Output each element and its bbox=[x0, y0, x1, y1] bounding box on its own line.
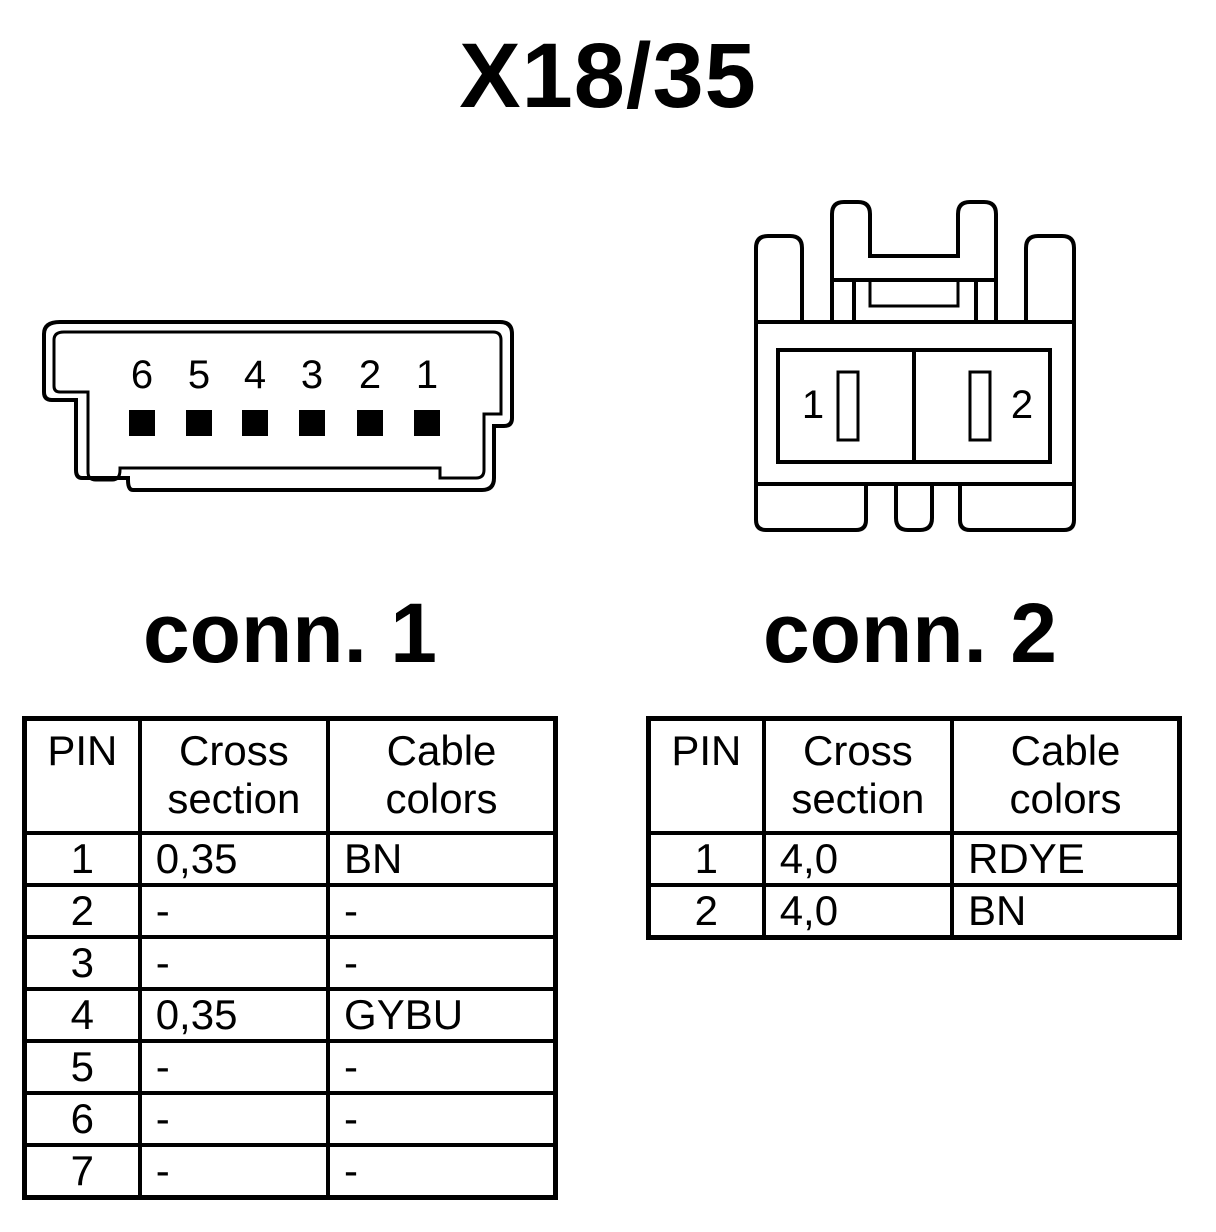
cable-color-cell: - bbox=[326, 1143, 558, 1200]
pin-cell: 6 bbox=[22, 1091, 142, 1147]
pin-2-contact bbox=[357, 410, 383, 436]
cable-color-cell: - bbox=[326, 935, 558, 991]
table-row: 5 - - bbox=[22, 1039, 558, 1095]
cross-section-cell: 4,0 bbox=[761, 831, 955, 887]
pin-1-contact bbox=[414, 410, 440, 436]
cross-section-cell: 0,35 bbox=[137, 987, 331, 1043]
pin-label-3: 3 bbox=[301, 353, 323, 397]
pin-label-1: 1 bbox=[416, 353, 438, 397]
cable-color-cell: - bbox=[326, 1091, 558, 1147]
cross-section-cell: - bbox=[137, 935, 331, 991]
cross-section-cell: - bbox=[137, 1091, 331, 1147]
table-row: 3 - - bbox=[22, 935, 558, 991]
pin-4-contact bbox=[242, 410, 268, 436]
pin-label-1: 1 bbox=[802, 383, 824, 427]
pin-cell: 1 bbox=[646, 831, 766, 887]
table-row: 2 - - bbox=[22, 883, 558, 939]
pin-cell: 5 bbox=[22, 1039, 142, 1095]
cable-color-cell: RDYE bbox=[950, 831, 1182, 887]
connector-2-housing bbox=[754, 200, 1076, 532]
connector-2-pin-labels: 1 2 bbox=[802, 383, 1033, 427]
cross-section-cell: 0,35 bbox=[137, 831, 331, 887]
header-pin: PIN bbox=[646, 716, 766, 835]
connector-1-label: conn. 1 bbox=[142, 586, 438, 680]
page-title: X18/35 bbox=[459, 25, 757, 127]
connector-1-housing bbox=[42, 320, 514, 492]
pin-cell: 3 bbox=[22, 935, 142, 991]
pin-3-contact bbox=[299, 410, 325, 436]
cross-section-cell: 4,0 bbox=[761, 883, 955, 940]
cable-color-cell: - bbox=[326, 1039, 558, 1095]
pin-5-contact bbox=[186, 410, 212, 436]
cable-color-cell: - bbox=[326, 883, 558, 939]
pin-cell: 2 bbox=[646, 883, 766, 940]
table-row: 4 0,35 GYBU bbox=[22, 987, 558, 1043]
connector-1-pin-labels: 6 5 4 3 2 1 bbox=[131, 353, 438, 397]
table-row: 7 - - bbox=[22, 1143, 558, 1200]
header-pin: PIN bbox=[22, 716, 142, 835]
pin-cell: 7 bbox=[22, 1143, 142, 1200]
table-row: 6 - - bbox=[22, 1091, 558, 1147]
pin-cell: 1 bbox=[22, 831, 142, 887]
pin-label-6: 6 bbox=[131, 353, 153, 397]
cable-color-cell: BN bbox=[950, 883, 1182, 940]
cross-section-cell: - bbox=[137, 1039, 331, 1095]
pin-cell: 4 bbox=[22, 987, 142, 1043]
connector-2-label: conn. 2 bbox=[762, 586, 1058, 680]
pin-label-2: 2 bbox=[1011, 383, 1033, 427]
table-row: 2 4,0 BN bbox=[646, 883, 1182, 940]
pin-label-5: 5 bbox=[188, 353, 210, 397]
cable-color-cell: GYBU bbox=[326, 987, 558, 1043]
pin-6-contact bbox=[129, 410, 155, 436]
table-row: 1 4,0 RDYE bbox=[646, 831, 1182, 887]
pin-label-2: 2 bbox=[359, 353, 381, 397]
pin-cell: 2 bbox=[22, 883, 142, 939]
cross-section-cell: - bbox=[137, 883, 331, 939]
table-row: 1 0,35 BN bbox=[22, 831, 558, 887]
pin-label-4: 4 bbox=[244, 353, 266, 397]
connector-1-pins bbox=[129, 410, 440, 436]
cable-color-cell: BN bbox=[326, 831, 558, 887]
cross-section-cell: - bbox=[137, 1143, 331, 1200]
